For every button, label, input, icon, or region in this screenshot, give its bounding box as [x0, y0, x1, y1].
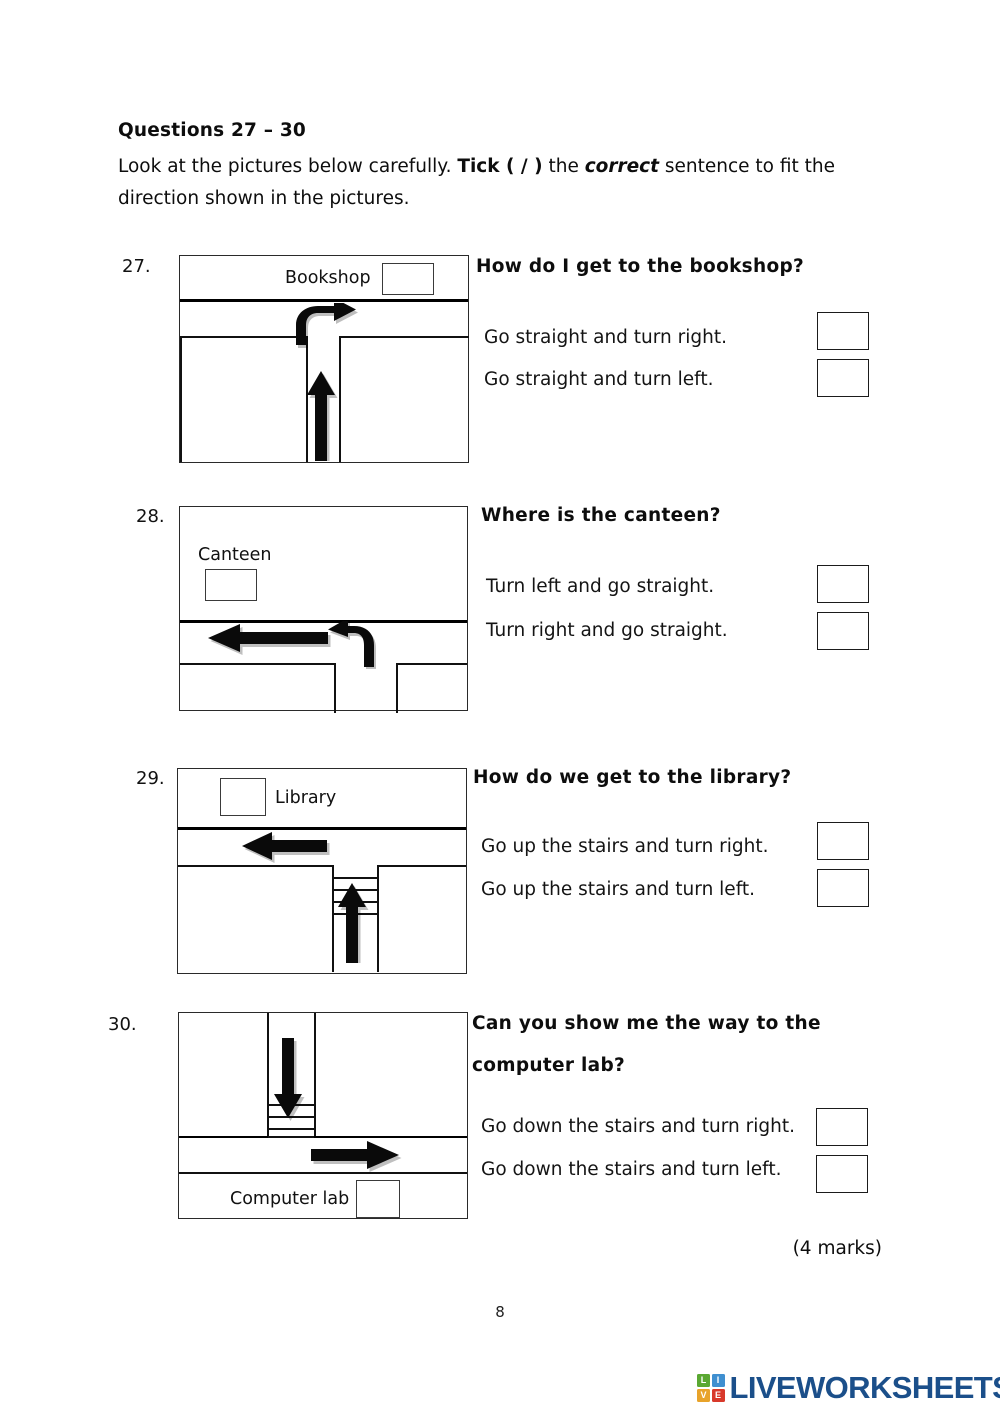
liveworksheets-logo[interactable]: L I V E LIVEWORKSHEETS	[697, 1368, 1000, 1408]
map-diagram-30: Computer lab	[178, 1012, 468, 1219]
map-diagram-29: Library	[177, 768, 467, 974]
option-27-2: Go straight and turn left.	[484, 369, 714, 390]
corridor-line-lower	[179, 1172, 467, 1174]
question-number-29: 29.	[136, 768, 165, 789]
option-29-2: Go up the stairs and turn left.	[481, 879, 756, 900]
option-28-1: Turn left and go straight.	[486, 576, 715, 597]
place-label-library: Library	[275, 788, 337, 808]
place-label-computer-lab: Computer lab	[230, 1189, 350, 1209]
arrow-turn-left-icon	[326, 618, 398, 673]
option-30-1: Go down the stairs and turn right.	[481, 1116, 795, 1137]
tick-box-29-1[interactable]	[817, 822, 869, 860]
tick-box-30-1[interactable]	[816, 1108, 868, 1146]
question-text-30-line2: computer lab?	[472, 1055, 626, 1076]
option-27-1: Go straight and turn right.	[484, 327, 728, 348]
tick-box-28-1[interactable]	[817, 565, 869, 603]
logo-tile-v: V	[697, 1388, 710, 1402]
corridor-line-lower-left	[178, 865, 333, 867]
place-label-canteen: Canteen	[198, 545, 272, 565]
logo-tile-i: I	[711, 1374, 725, 1388]
corridor-line-top	[178, 827, 466, 830]
instruction-correct: correct	[584, 156, 659, 177]
arrow-down-icon	[272, 1038, 310, 1127]
stair-tread	[267, 1116, 315, 1118]
arrow-up-icon	[336, 881, 374, 967]
logo-tile-l: L	[697, 1374, 710, 1388]
instruction-tick: Tick ( / )	[457, 156, 543, 177]
question-number-30: 30.	[108, 1014, 137, 1035]
answer-box-canteen[interactable]	[205, 569, 257, 601]
stair-wall-left	[267, 1013, 269, 1136]
instructions: Look at the pictures below carefully. Ti…	[118, 151, 870, 215]
answer-box-bookshop[interactable]	[382, 263, 434, 295]
arrow-turn-right-icon	[290, 298, 370, 355]
map-diagram-27: Bookshop	[179, 255, 469, 465]
logo-wordmark: LIVEWORKSHEETS	[729, 1370, 1000, 1405]
corridor-line-top	[180, 299, 468, 303]
building-right-top	[339, 336, 469, 338]
tick-box-27-1[interactable]	[817, 312, 869, 350]
page-title: Questions 27 – 30	[118, 120, 306, 141]
question-text-29: How do we get to the library?	[473, 767, 792, 788]
building-left-top	[180, 336, 307, 338]
branch-wall-right	[396, 663, 398, 713]
question-number-28: 28.	[136, 506, 165, 527]
place-label-bookshop: Bookshop	[285, 268, 371, 288]
tick-box-30-2[interactable]	[816, 1155, 868, 1193]
stair-tread	[267, 1128, 315, 1130]
building-left-right-edge	[306, 336, 308, 462]
stair-tread	[267, 1136, 315, 1138]
tick-box-27-2[interactable]	[817, 359, 869, 397]
arrow-right-icon	[309, 1140, 405, 1176]
stair-wall-right	[314, 1013, 316, 1136]
arrow-up-icon	[305, 369, 343, 465]
corridor-line-lower-right	[396, 663, 467, 665]
answer-box-computer-lab[interactable]	[356, 1180, 400, 1218]
worksheet-header: Questions 27 – 30 Look at the pictures b…	[118, 120, 878, 215]
building-left-edge	[180, 336, 182, 462]
building-right-left-edge	[339, 336, 341, 462]
answer-box-library[interactable]	[220, 778, 266, 816]
stair-tread	[332, 877, 378, 879]
arrow-left-icon	[206, 623, 331, 659]
option-29-1: Go up the stairs and turn right.	[481, 836, 769, 857]
instruction-text-1: Look at the pictures below carefully.	[118, 156, 458, 177]
marks-label: (4 marks)	[792, 1238, 882, 1259]
tick-box-29-2[interactable]	[817, 869, 869, 907]
option-30-2: Go down the stairs and turn left.	[481, 1159, 782, 1180]
instruction-text-3: sentence to fit the direction shown in t…	[118, 156, 836, 209]
question-number-27: 27.	[122, 256, 151, 277]
question-text-28: Where is the canteen?	[481, 505, 721, 526]
stair-wall-right	[377, 865, 379, 972]
stair-wall-left	[332, 865, 334, 972]
arrow-left-icon	[240, 831, 330, 867]
corridor-line-upper-left	[179, 1136, 268, 1139]
tick-box-28-2[interactable]	[817, 612, 869, 650]
logo-tile-e: E	[711, 1388, 725, 1402]
corridor-line-lower-left	[180, 663, 335, 665]
corridor-line-upper-right	[314, 1136, 467, 1139]
corridor-line-lower-right	[377, 865, 466, 867]
question-text-30-line1: Can you show me the way to the	[472, 1013, 821, 1034]
page-number: 8	[495, 1303, 505, 1321]
map-diagram-28: Canteen	[179, 506, 468, 713]
question-text-27: How do I get to the bookshop?	[476, 256, 805, 277]
corridor-line-upper	[180, 620, 467, 623]
option-28-2: Turn right and go straight.	[486, 620, 728, 641]
branch-wall-left	[334, 663, 336, 713]
instruction-text-2: the	[542, 156, 585, 177]
logo-tiles: L I V E	[697, 1374, 725, 1402]
